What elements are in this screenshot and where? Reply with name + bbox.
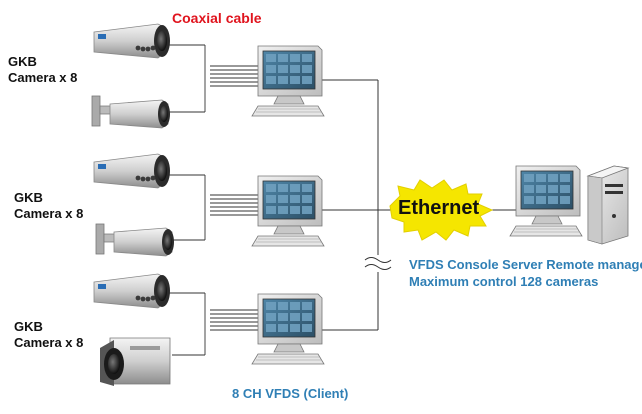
client-monitor-icon [251, 175, 325, 247]
line-break-symbol [364, 257, 392, 270]
server-caption-line2: Maximum control 128 cameras [409, 274, 599, 289]
bullet-camera-icon [93, 153, 171, 189]
bracket-camera-icon [91, 95, 171, 129]
dome-bracket-camera-icon [95, 223, 175, 257]
server-caption: VFDS Console Server Remote manage Maximu… [409, 256, 642, 290]
ethernet-lines [322, 79, 516, 331]
server-caption-line1: VFDS Console Server Remote manage [409, 257, 642, 272]
group-brand: GKB [14, 190, 43, 205]
camera-group-label: GKB Camera x 8 [14, 190, 83, 222]
group-brand: GKB [8, 54, 37, 69]
ethernet-burst [389, 179, 494, 241]
server-tower-icon [586, 165, 630, 245]
coaxial-cable-label: Coaxial cable [172, 10, 262, 26]
client-caption: 8 CH VFDS (Client) [232, 386, 349, 401]
group-count: Camera x 8 [14, 206, 84, 221]
box-camera-icon [99, 337, 171, 387]
bullet-camera-icon [93, 23, 171, 59]
client-monitor-icon [251, 45, 325, 117]
group-brand: GKB [14, 319, 43, 334]
client-monitor-icon [251, 293, 325, 365]
ethernet-label: Ethernet [398, 197, 480, 219]
camera-group-label: GKB Camera x 8 [14, 319, 83, 351]
bullet-camera-icon [93, 273, 171, 309]
coaxial-cables [165, 44, 260, 356]
server-monitor-icon [509, 165, 583, 237]
camera-group-label: GKB Camera x 8 [8, 54, 77, 86]
group-count: Camera x 8 [8, 70, 78, 85]
group-count: Camera x 8 [14, 335, 84, 350]
